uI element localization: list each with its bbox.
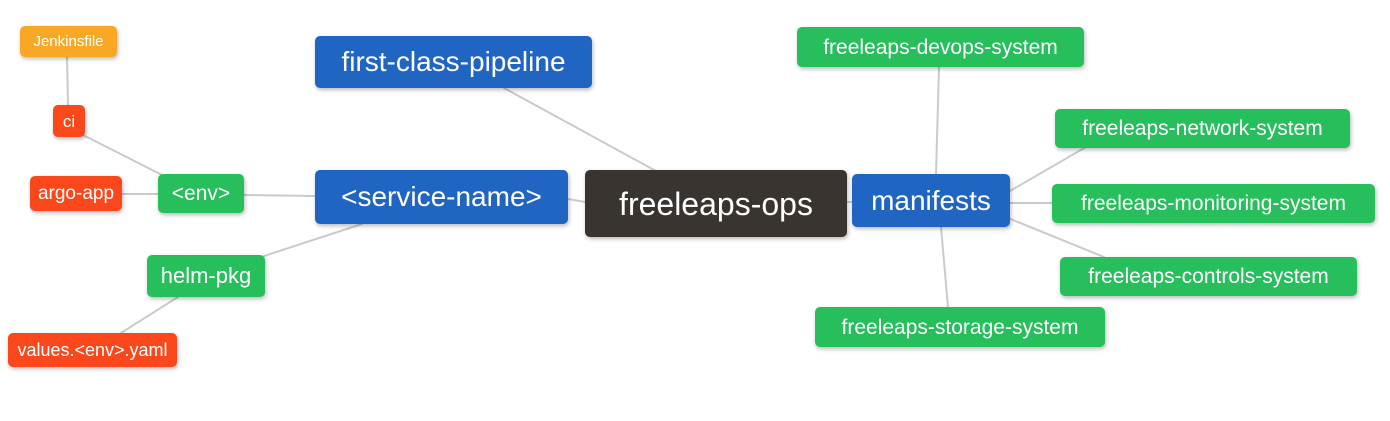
edge-helm-pkg-values [120,296,179,334]
node-freeleaps-storage-system[interactable]: freeleaps-storage-system [815,307,1105,347]
edge-manifests-network [1009,146,1087,192]
node-env[interactable]: <env> [158,174,244,213]
node-values-env-yaml-label: values.<env>.yaml [17,340,168,360]
node-service-name[interactable]: <service-name> [315,170,568,224]
node-helm-pkg-label: helm-pkg [160,263,252,288]
node-freeleaps-monitoring-system-label: freeleaps-monitoring-system [1081,192,1346,215]
edge-manifests-controls [1007,217,1105,258]
node-values-env-yaml[interactable]: values.<env>.yaml [8,333,177,367]
node-service-name-label: <service-name> [341,181,542,212]
node-freeleaps-monitoring-system[interactable]: freeleaps-monitoring-system [1052,184,1375,223]
edge-env-service-name [243,194,316,197]
edge-manifests-storage [940,226,949,308]
node-first-class-pipeline-label: first-class-pipeline [341,46,566,77]
edge-ci-env [80,133,167,178]
edge-manifests-devops [935,66,940,175]
node-freeleaps-controls-system-label: freeleaps-controls-system [1088,265,1329,288]
edge-service-name-ops [567,198,586,203]
node-helm-pkg[interactable]: helm-pkg [147,255,265,297]
node-freeleaps-storage-system-label: freeleaps-storage-system [841,315,1079,339]
node-manifests[interactable]: manifests [852,174,1010,227]
node-ci[interactable]: ci [53,105,85,137]
node-freeleaps-devops-system[interactable]: freeleaps-devops-system [797,27,1084,67]
node-freeleaps-devops-system-label: freeleaps-devops-system [823,35,1058,59]
node-first-class-pipeline[interactable]: first-class-pipeline [315,36,592,88]
node-argo-app[interactable]: argo-app [30,176,122,211]
edge-jenkinsfile-ci [66,56,69,106]
edge-pipeline-ops [503,87,657,172]
node-freeleaps-network-system-label: freeleaps-network-system [1082,117,1323,140]
node-freeleaps-network-system[interactable]: freeleaps-network-system [1055,109,1350,148]
node-ci-label: ci [62,111,76,131]
edge-service-name-helm-pkg [263,223,363,257]
node-jenkinsfile-label: Jenkinsfile [33,33,104,50]
node-argo-app-label: argo-app [37,183,115,204]
node-freeleaps-controls-system[interactable]: freeleaps-controls-system [1060,257,1357,296]
node-manifests-label: manifests [871,184,991,216]
node-jenkinsfile[interactable]: Jenkinsfile [20,26,117,57]
node-env-label: <env> [171,182,231,205]
node-freeleaps-ops[interactable]: freeleaps-ops [585,170,847,237]
node-freeleaps-ops-label: freeleaps-ops [619,185,813,222]
